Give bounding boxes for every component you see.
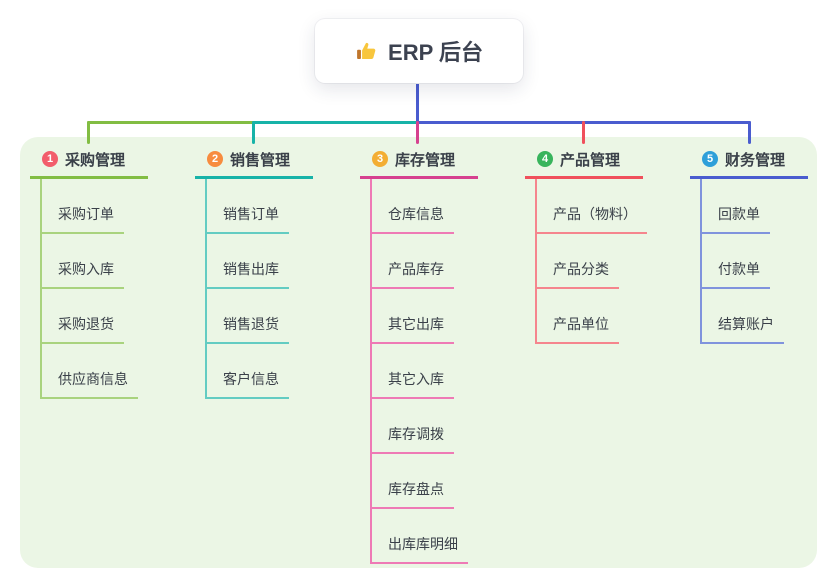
child-node[interactable]: 销售出库 bbox=[207, 234, 355, 289]
child-node[interactable]: 付款单 bbox=[702, 234, 839, 289]
child-node-label: 销售出库 bbox=[207, 259, 289, 289]
branch-children-purchase: 采购订单 采购入库 采购退货 供应商信息 bbox=[40, 179, 190, 399]
child-node[interactable]: 产品分类 bbox=[537, 234, 685, 289]
branch-inventory: 3 库存管理 仓库信息 产品库存 其它出库 其它入库 库存调拨 库存盘点 出库库… bbox=[360, 148, 520, 564]
child-node[interactable]: 供应商信息 bbox=[42, 344, 190, 399]
child-node-label: 付款单 bbox=[702, 259, 770, 289]
branch-header-product[interactable]: 4 产品管理 bbox=[525, 148, 643, 179]
drop-line-product bbox=[582, 121, 585, 144]
child-node-label: 库存调拨 bbox=[372, 424, 454, 454]
child-node[interactable]: 产品（物料） bbox=[537, 179, 685, 234]
child-node[interactable]: 出库库明细 bbox=[372, 509, 520, 564]
branch-children-inventory: 仓库信息 产品库存 其它出库 其它入库 库存调拨 库存盘点 出库库明细 bbox=[370, 179, 520, 564]
child-node[interactable]: 采购入库 bbox=[42, 234, 190, 289]
child-node-label: 产品（物料） bbox=[537, 204, 647, 234]
drop-line-sales bbox=[252, 121, 255, 144]
child-node-label: 出库库明细 bbox=[372, 534, 468, 564]
branch-number-badge: 2 bbox=[207, 151, 223, 167]
branch-title: 产品管理 bbox=[560, 151, 621, 169]
child-node[interactable]: 销售退货 bbox=[207, 289, 355, 344]
child-node-label: 产品分类 bbox=[537, 259, 619, 289]
child-node[interactable]: 结算账户 bbox=[702, 289, 839, 344]
bus-line-sales bbox=[253, 121, 418, 124]
branch-finance: 5 财务管理 回款单 付款单 结算账户 bbox=[690, 148, 839, 344]
child-node[interactable]: 回款单 bbox=[702, 179, 839, 234]
child-node[interactable]: 库存盘点 bbox=[372, 454, 520, 509]
thumbs-up-icon bbox=[355, 40, 378, 63]
child-node-label: 供应商信息 bbox=[42, 369, 138, 399]
child-node-label: 其它入库 bbox=[372, 369, 454, 399]
drop-line-purchase bbox=[87, 121, 90, 144]
branch-title: 销售管理 bbox=[230, 151, 291, 169]
child-node-label: 产品库存 bbox=[372, 259, 454, 289]
branch-header-purchase[interactable]: 1 采购管理 bbox=[30, 148, 148, 179]
child-node-label: 产品单位 bbox=[537, 314, 619, 344]
child-node[interactable]: 产品单位 bbox=[537, 289, 685, 344]
branch-header-finance[interactable]: 5 财务管理 bbox=[690, 148, 808, 179]
child-node[interactable]: 采购退货 bbox=[42, 289, 190, 344]
child-node-label: 销售订单 bbox=[207, 204, 289, 234]
branch-children-sales: 销售订单 销售出库 销售退货 客户信息 bbox=[205, 179, 355, 399]
child-node[interactable]: 销售订单 bbox=[207, 179, 355, 234]
branch-number-badge: 4 bbox=[537, 151, 553, 167]
child-node[interactable]: 仓库信息 bbox=[372, 179, 520, 234]
child-node-label: 客户信息 bbox=[207, 369, 289, 399]
branch-header-inventory[interactable]: 3 库存管理 bbox=[360, 148, 478, 179]
branch-purchase: 1 采购管理 采购订单 采购入库 采购退货 供应商信息 bbox=[30, 148, 190, 399]
branch-children-product: 产品（物料） 产品分类 产品单位 bbox=[535, 179, 685, 344]
branch-children-finance: 回款单 付款单 结算账户 bbox=[700, 179, 839, 344]
drop-line-finance bbox=[748, 121, 751, 144]
child-node-label: 仓库信息 bbox=[372, 204, 454, 234]
mindmap-panel bbox=[20, 137, 817, 568]
branch-sales: 2 销售管理 销售订单 销售出库 销售退货 客户信息 bbox=[195, 148, 355, 399]
root-node-label: ERP 后台 bbox=[388, 40, 483, 65]
child-node[interactable]: 采购订单 bbox=[42, 179, 190, 234]
child-node-label: 回款单 bbox=[702, 204, 770, 234]
branch-title: 库存管理 bbox=[395, 151, 456, 169]
child-node[interactable]: 其它入库 bbox=[372, 344, 520, 399]
child-node-label: 采购订单 bbox=[42, 204, 124, 234]
branch-header-sales[interactable]: 2 销售管理 bbox=[195, 148, 313, 179]
root-stem-line bbox=[416, 83, 419, 122]
child-node[interactable]: 客户信息 bbox=[207, 344, 355, 399]
branch-number-badge: 5 bbox=[702, 151, 718, 167]
branch-product: 4 产品管理 产品（物料） 产品分类 产品单位 bbox=[525, 148, 685, 344]
child-node-label: 采购退货 bbox=[42, 314, 124, 344]
child-node-label: 销售退货 bbox=[207, 314, 289, 344]
bus-line-purchase bbox=[87, 121, 255, 124]
child-node[interactable]: 其它出库 bbox=[372, 289, 520, 344]
child-node-label: 库存盘点 bbox=[372, 479, 454, 509]
child-node[interactable]: 库存调拨 bbox=[372, 399, 520, 454]
child-node-label: 结算账户 bbox=[702, 314, 784, 344]
child-node-label: 其它出库 bbox=[372, 314, 454, 344]
branch-number-badge: 1 bbox=[42, 151, 58, 167]
branch-title: 财务管理 bbox=[725, 151, 786, 169]
drop-line-inventory bbox=[416, 121, 419, 144]
child-node[interactable]: 产品库存 bbox=[372, 234, 520, 289]
branch-number-badge: 3 bbox=[372, 151, 388, 167]
child-node-label: 采购入库 bbox=[42, 259, 124, 289]
root-node[interactable]: ERP 后台 bbox=[315, 19, 523, 83]
branch-title: 采购管理 bbox=[65, 151, 126, 169]
